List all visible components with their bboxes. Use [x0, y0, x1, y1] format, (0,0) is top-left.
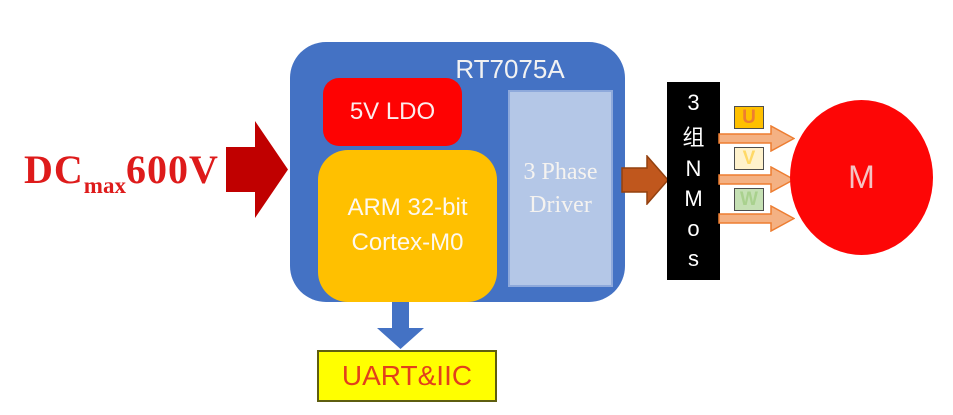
ldo-label: 5V LDO — [349, 98, 436, 125]
dc-input-prefix: DC — [24, 147, 84, 192]
nmos-char: N — [685, 156, 702, 181]
dc-input-subscript: max — [83, 173, 126, 198]
nmos-char: o — [687, 216, 700, 241]
nmos-char: 3 — [687, 90, 700, 115]
chip-title: RT7075A — [455, 54, 565, 84]
phase-w-label: W — [740, 188, 758, 210]
uart-arrow-icon — [377, 302, 424, 349]
phase-v-label: V — [742, 147, 756, 169]
uart-iic-block: UART&IIC — [317, 350, 497, 402]
phase-driver-block: 3 Phase Driver — [508, 90, 613, 287]
phase-u-label: U — [742, 106, 756, 128]
nmos-block: 3 组 N M o s — [667, 82, 720, 280]
driver-label-line2: Driver — [529, 191, 592, 218]
uart-iic-label: UART&IIC — [341, 360, 473, 391]
nmos-char: s — [688, 246, 699, 271]
mcu-block: ARM 32-bit Cortex-M0 — [318, 150, 497, 302]
dc-input-label: DCmax600V — [24, 146, 219, 198]
phase-w-arrow-icon — [718, 205, 795, 232]
phase-u-arrow-icon — [718, 125, 795, 152]
phase-v-tag: V — [734, 147, 764, 170]
nmos-char: M — [684, 186, 703, 211]
phase-v-arrow-icon — [718, 166, 795, 193]
dc-input-voltage: 600V — [125, 147, 219, 192]
dc-input-arrow-icon — [226, 121, 288, 218]
mcu-label-line1: ARM 32-bit — [347, 194, 468, 222]
motor-block: M — [790, 100, 933, 255]
motor-label: M — [848, 159, 875, 195]
driver-label-line1: 3 Phase — [523, 159, 598, 186]
phase-w-tag: W — [734, 188, 764, 211]
ldo-block: 5V LDO — [323, 78, 462, 146]
mcu-label-line2: Cortex-M0 — [351, 229, 464, 256]
phase-u-tag: U — [734, 106, 764, 129]
chip-to-nmos-arrow-icon — [621, 155, 669, 205]
nmos-char: 组 — [682, 125, 705, 150]
rt7075a-chip-block: RT7075A 5V LDO ARM 32-bit Cortex-M0 3 Ph… — [290, 42, 625, 302]
